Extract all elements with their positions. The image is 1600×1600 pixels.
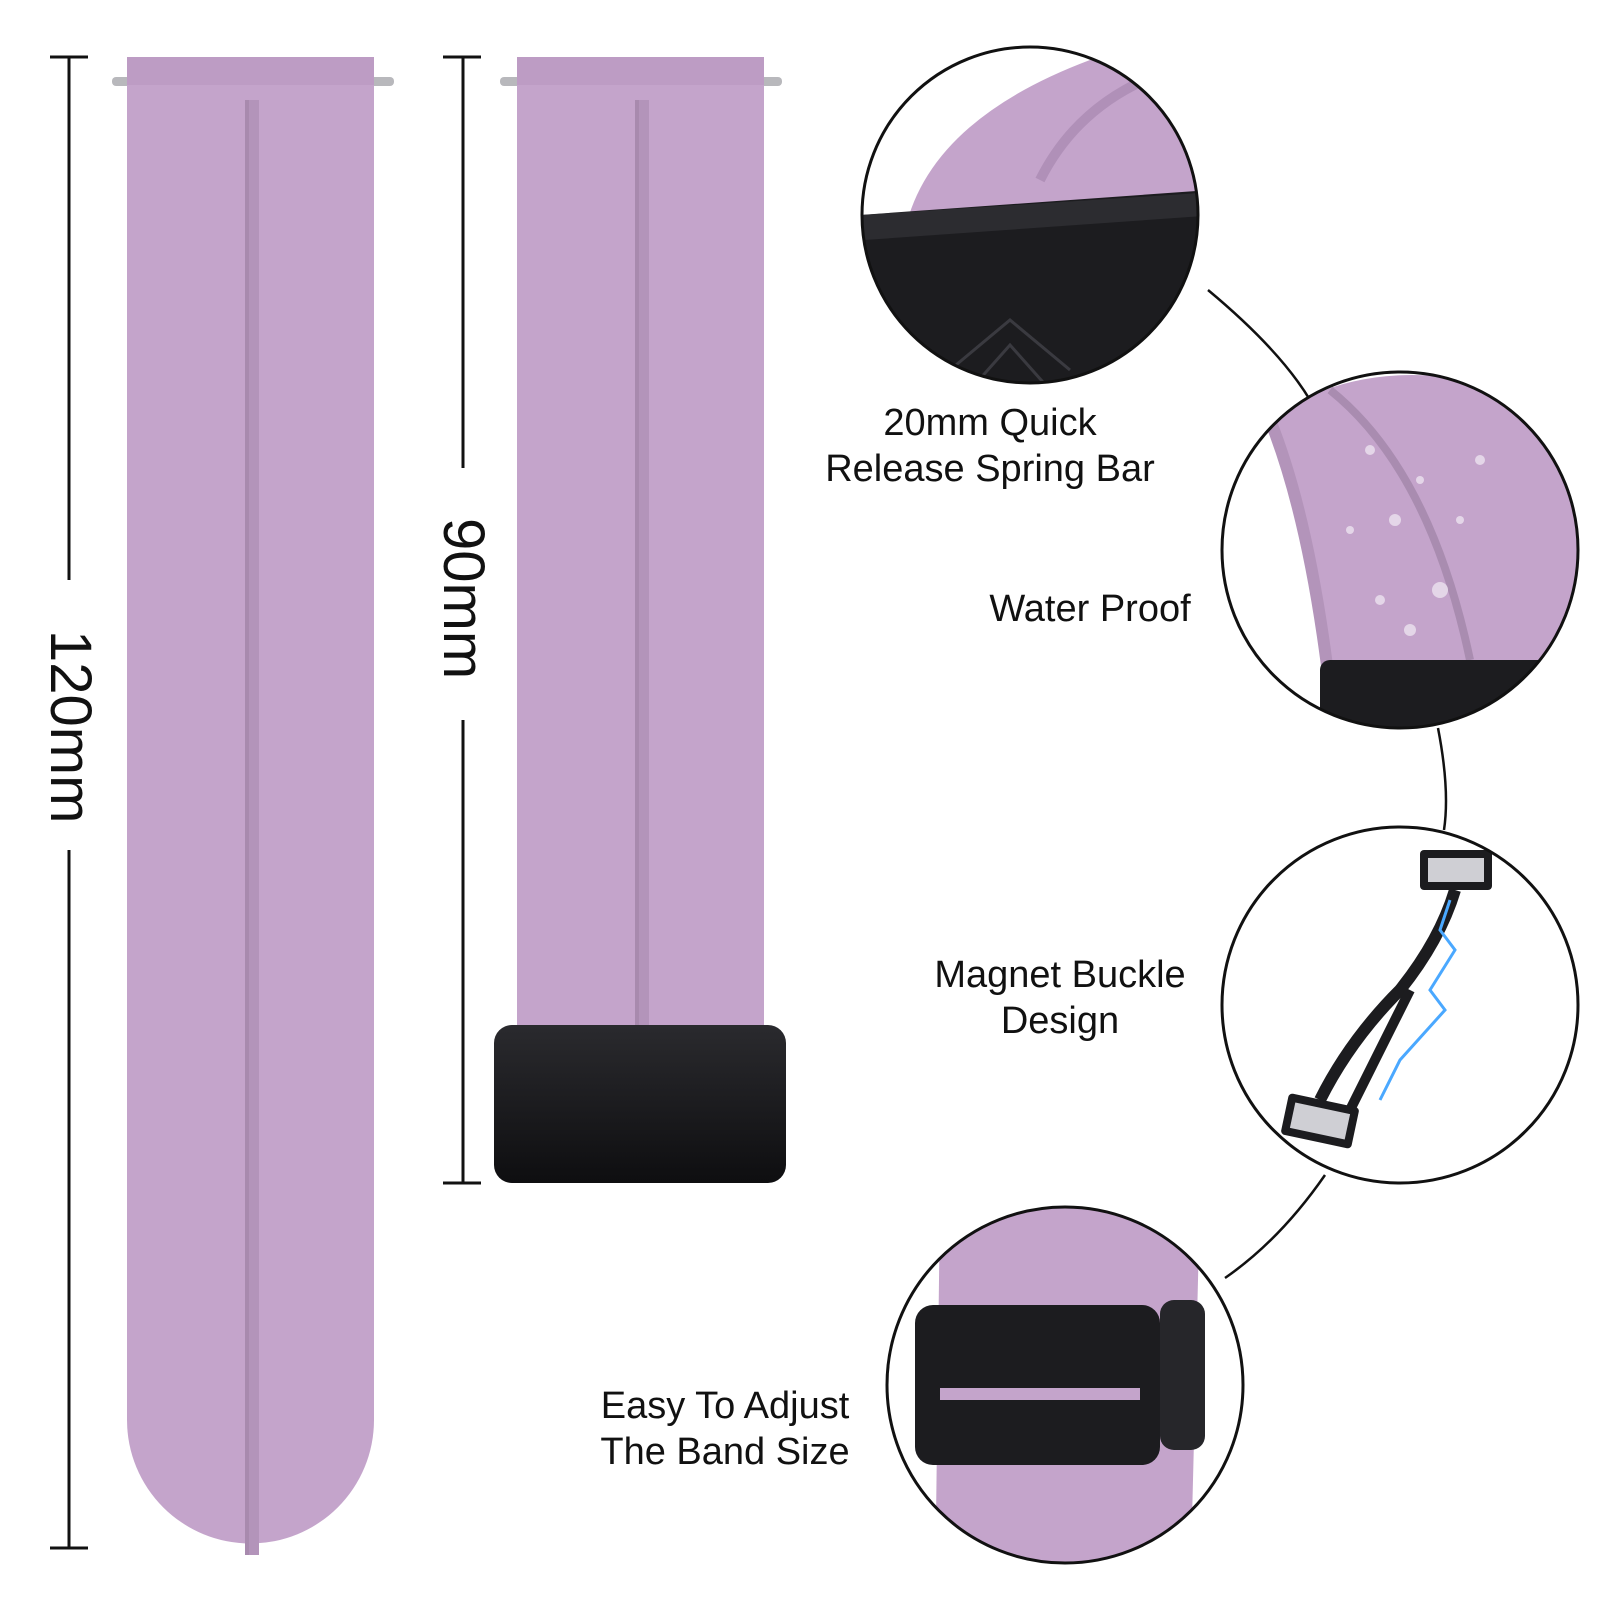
feature-label-adjust-line2: The Band Size — [600, 1431, 850, 1473]
short-strap — [494, 57, 786, 1183]
feature-label-waterproof-line1: Water Proof — [989, 588, 1191, 630]
detail-circle-adjust — [885, 1205, 1245, 1565]
detail-circle-spring-bar — [860, 45, 1200, 385]
feature-label-spring-bar-line2: Release Spring Bar — [825, 448, 1155, 490]
feature-label-magnet-line2: Design — [1000, 1000, 1120, 1042]
feature-label-spring-bar-line1: 20mm Quick — [883, 402, 1097, 444]
long-strap-dimension-line — [50, 55, 88, 1550]
short-strap-dimension-label: 90mm — [431, 518, 496, 680]
long-strap — [112, 57, 394, 1555]
detail-circle-waterproof — [1220, 370, 1580, 730]
feature-label-adjust: Easy To Adjust The Band Size — [565, 1383, 885, 1475]
feature-label-spring-bar: 20mm Quick Release Spring Bar — [790, 400, 1190, 492]
feature-label-waterproof: Water Proof — [960, 586, 1220, 632]
long-strap-dimension-label: 120mm — [38, 630, 103, 824]
detail-circle-magnet — [1220, 825, 1580, 1185]
magnetic-buckle — [494, 1025, 786, 1183]
short-strap-dimension-line — [443, 55, 481, 1185]
feature-label-magnet-line1: Magnet Buckle — [934, 954, 1186, 996]
connector-lines — [1207, 289, 1448, 1280]
feature-label-adjust-line1: Easy To Adjust — [600, 1385, 850, 1427]
feature-label-magnet: Magnet Buckle Design — [900, 952, 1220, 1044]
